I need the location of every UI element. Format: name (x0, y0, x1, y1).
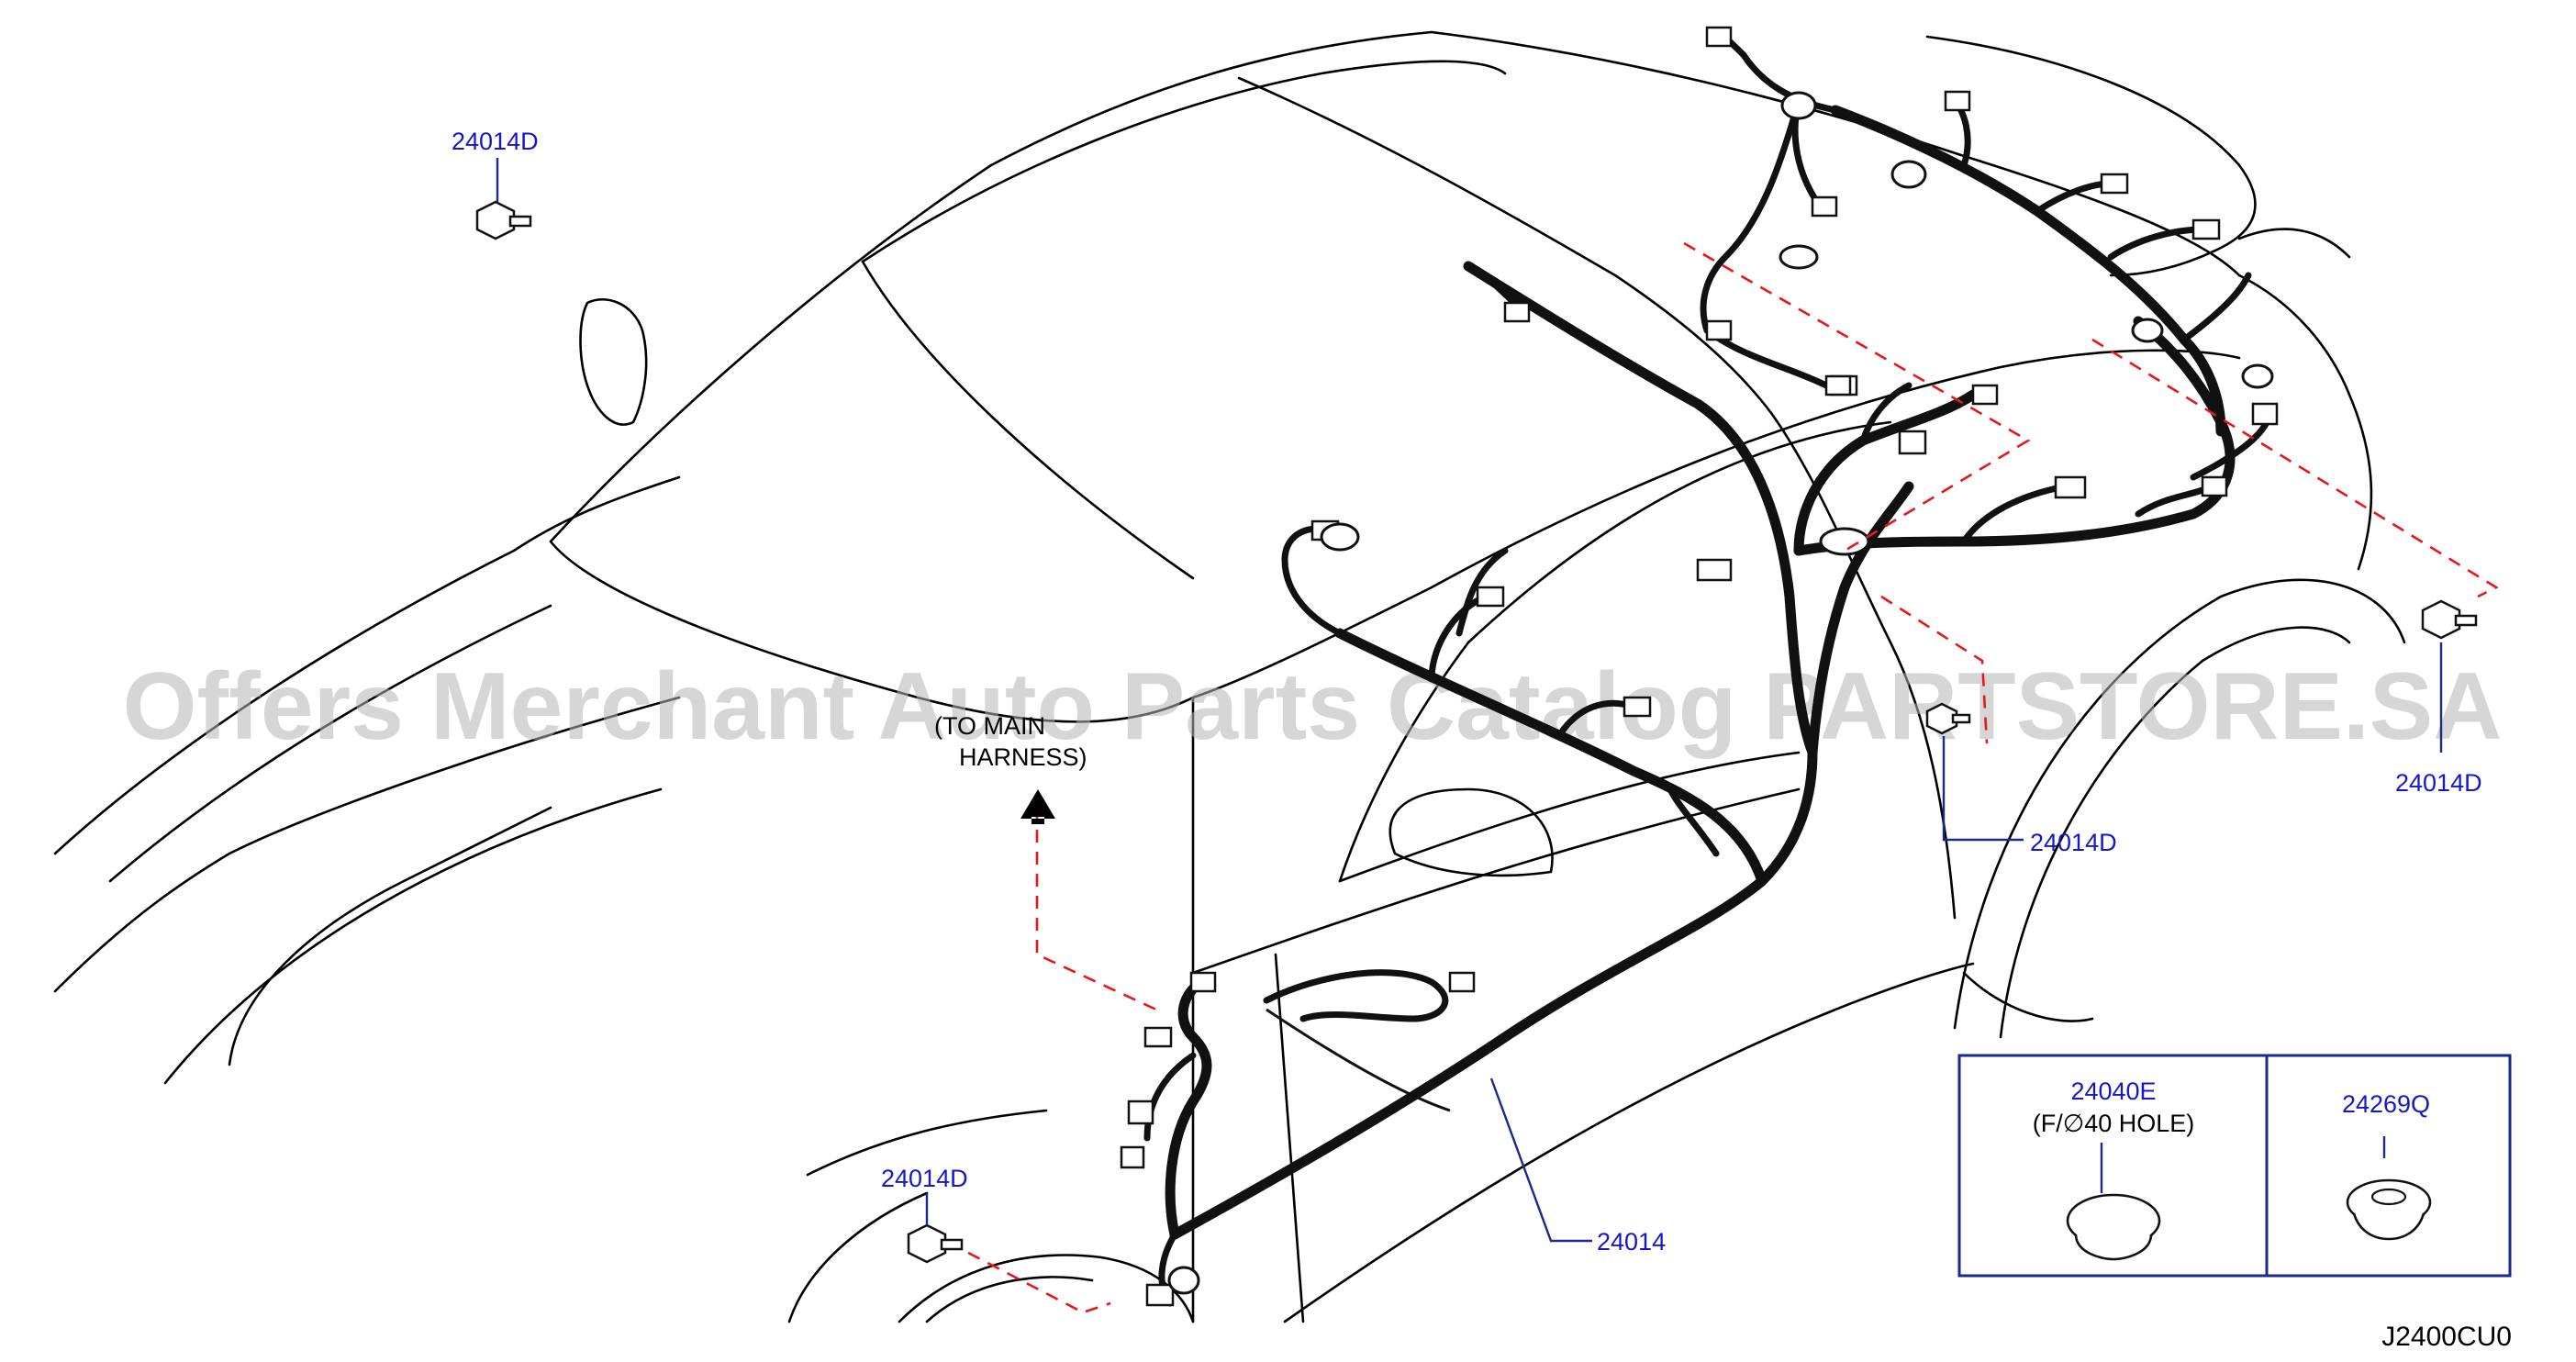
parts-box: 24040E (F/∅40 HOLE) 24269Q (1957, 1054, 2512, 1278)
to-main-harness-arrow-icon (1020, 789, 1055, 824)
bolt-bottom-icon (907, 1223, 964, 1264)
diagram-code: J2400CU0 (2381, 1322, 2512, 1352)
clip-part-icon (2346, 1178, 2432, 1241)
grommets (1167, 91, 2274, 1295)
grommet-hole-note: (F/∅40 HOLE) (2033, 1110, 2195, 1137)
bolt-right-icon (2421, 599, 2478, 640)
connectors (1120, 26, 2279, 1307)
grommet-part-number: 24040E (2070, 1077, 2156, 1105)
bolt-top-icon (475, 200, 532, 240)
clip-part-number: 24269Q (2342, 1090, 2430, 1118)
callout-bolt-bottom: 24014D (881, 1165, 968, 1192)
harness-dash-branch (1334, 628, 1768, 887)
harness-cowl-branch (1793, 316, 2236, 556)
watermark-text: Offers Merchant Auto Parts Catalog PARTS… (123, 653, 2503, 760)
note-line2: HARNESS) (959, 743, 1087, 771)
callout-bolt-right: 24014D (2395, 769, 2482, 797)
callout-bolt-middle: 24014D (2030, 829, 2117, 856)
callout-bolt-top: 24014D (452, 128, 539, 155)
harness-rear-branch (1830, 105, 2226, 437)
leader-lines (496, 158, 2443, 1243)
harness-roof-branch (1463, 261, 1818, 758)
assembly-dashed-lines (967, 241, 2499, 1314)
harness-front-branch (1165, 977, 1212, 1240)
grommet-part-icon (2066, 1193, 2161, 1261)
callout-harness: 24014 (1597, 1228, 1666, 1256)
bolts (475, 200, 2478, 1264)
note-line1: (TO MAIN (934, 712, 1045, 740)
harness-main-trunk (1169, 481, 1914, 1240)
bolt-middle-icon (1925, 702, 1971, 735)
